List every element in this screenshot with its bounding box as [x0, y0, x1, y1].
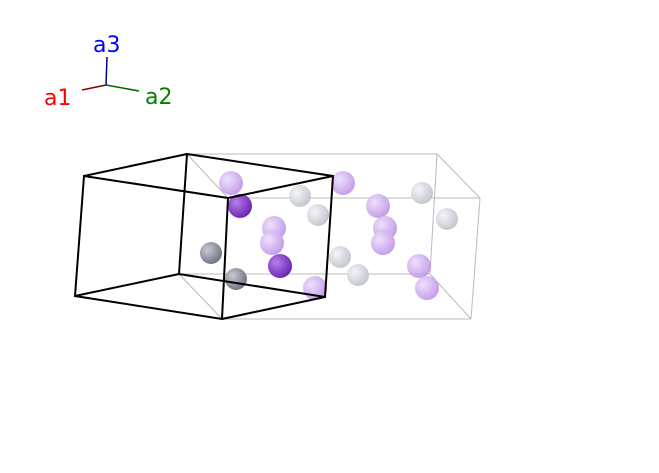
a1-axis-line [81, 84, 107, 91]
atom-light-gray [411, 182, 433, 204]
a2-axis-line [105, 84, 140, 92]
atom-light-purple [331, 171, 355, 195]
atom-light-gray [347, 264, 369, 286]
atom-light-purple [366, 194, 390, 218]
a3-axis-line [105, 56, 108, 86]
atom-dark-purple [268, 254, 292, 278]
unit-cell [73, 152, 335, 321]
atom-light-purple [260, 231, 284, 255]
atom-light-gray [289, 185, 311, 207]
atom-light-gray [436, 208, 458, 230]
axis-triad: a3 a1 a2 [44, 33, 172, 111]
atom-dark-purple [228, 194, 252, 218]
atom-dark-gray [225, 268, 247, 290]
atom-light-purple [371, 231, 395, 255]
atom-dark-gray [200, 242, 222, 264]
atoms [200, 171, 458, 300]
atom-light-purple [407, 254, 431, 278]
a3-label: a3 [93, 33, 120, 58]
atom-light-gray [329, 246, 351, 268]
a1-label: a1 [44, 86, 71, 111]
supercell-box [178, 153, 481, 320]
atom-light-gray [307, 204, 329, 226]
atom-light-purple [415, 276, 439, 300]
atom-light-purple [219, 171, 243, 195]
a2-label: a2 [145, 85, 172, 110]
